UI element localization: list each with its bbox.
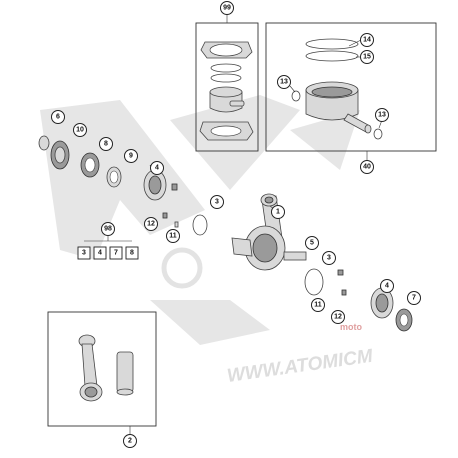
svg-text:98: 98 [104, 226, 112, 233]
svg-text:8: 8 [130, 250, 134, 257]
svg-text:11: 11 [169, 233, 177, 240]
callout-40: 40 [360, 160, 374, 174]
svg-text:7: 7 [412, 295, 416, 302]
conrod-kit-rod [78, 334, 103, 402]
callout-3-left: 3 [210, 195, 224, 209]
piston-kit-frame [265, 22, 437, 160]
callout-6: 6 [51, 110, 65, 124]
bearing-shim-left [192, 214, 208, 236]
callout-1: 1 [271, 205, 285, 219]
svg-text:4: 4 [385, 283, 389, 290]
piston-gasket-kit-frame [195, 14, 259, 152]
svg-text:7: 7 [114, 250, 118, 257]
screw-right-top [337, 269, 344, 276]
cylinder-gasket-top [200, 41, 253, 59]
piston-pin [343, 113, 372, 134]
shaft-seal-left [80, 152, 100, 178]
callout-12-left: 12 [144, 217, 158, 231]
svg-text:15: 15 [363, 54, 371, 61]
svg-text:11: 11 [314, 302, 322, 309]
kit-98-item-2: 4 [93, 246, 107, 260]
svg-text:3: 3 [215, 199, 219, 206]
pin-circlip-left [291, 90, 301, 102]
callout-3-right: 3 [322, 251, 336, 265]
conrod-kit-pin [116, 351, 134, 396]
screw-left-top [171, 183, 178, 191]
svg-text:12: 12 [147, 221, 155, 228]
watermark-brand-text: moto [340, 322, 362, 332]
callout-5: 5 [305, 236, 319, 250]
screw-left-bottom [162, 212, 168, 219]
piston-large [305, 81, 359, 121]
kit-98-bracket [84, 235, 132, 242]
svg-text:9: 9 [129, 153, 133, 160]
svg-text:3: 3 [327, 255, 331, 262]
svg-text:1: 1 [276, 209, 280, 216]
callout-7: 7 [407, 291, 421, 305]
bearing-shim-right [304, 268, 324, 296]
crankshaft-assembly [231, 193, 307, 271]
piston-rings-large [305, 38, 359, 62]
svg-text:2: 2 [128, 438, 132, 445]
spacer-ring-left [106, 166, 122, 188]
callout-13-left: 13 [277, 75, 291, 89]
callout-98: 98 [101, 222, 115, 236]
callout-10: 10 [73, 123, 87, 137]
svg-text:40: 40 [363, 164, 371, 171]
main-bearing-left [143, 169, 167, 201]
conrod-kit-frame [47, 311, 157, 434]
spacer-small [38, 135, 50, 151]
callout-8-top: 8 [99, 137, 113, 151]
callout-12-right: 12 [331, 310, 345, 324]
svg-text:99: 99 [223, 5, 231, 12]
callout-15: 15 [360, 50, 374, 64]
svg-text:13: 13 [378, 112, 386, 119]
callout-4-right: 4 [380, 279, 394, 293]
piston-small [209, 86, 245, 113]
callout-9: 9 [124, 149, 138, 163]
kit-98-item-3: 7 [109, 246, 123, 260]
svg-text:4: 4 [155, 165, 159, 172]
svg-text:8: 8 [104, 141, 108, 148]
callout-13-right: 13 [375, 108, 389, 122]
svg-text:13: 13 [280, 79, 288, 86]
callout-11-left: 11 [166, 229, 180, 243]
dowel-left [174, 221, 179, 228]
svg-text:12: 12 [334, 314, 342, 321]
callout-14: 14 [360, 33, 374, 47]
pin-circlip-right [373, 128, 383, 140]
kit-98-item-1: 3 [77, 246, 91, 260]
svg-text:4: 4 [98, 250, 102, 257]
svg-text:10: 10 [76, 127, 84, 134]
callout-11-right: 11 [311, 298, 325, 312]
kit-98-item-4: 8 [125, 246, 139, 260]
svg-text:5: 5 [310, 240, 314, 247]
svg-text:3: 3 [82, 250, 86, 257]
watermark-url-text: WWW.ATOMICM [226, 346, 375, 387]
svg-text:14: 14 [363, 37, 371, 44]
cylinder-gasket-bottom [199, 121, 254, 141]
piston-rings-small [210, 63, 242, 83]
main-bearing-right [370, 287, 394, 319]
svg-text:6: 6 [56, 114, 60, 121]
callout-99: 99 [220, 1, 234, 15]
crankshaft-gear [50, 140, 70, 170]
screw-right-bottom [341, 289, 347, 296]
callout-4-left: 4 [150, 161, 164, 175]
watermark: WWW.ATOMICM moto [40, 95, 375, 387]
callout-2: 2 [123, 434, 137, 448]
shaft-seal-right [395, 308, 413, 332]
